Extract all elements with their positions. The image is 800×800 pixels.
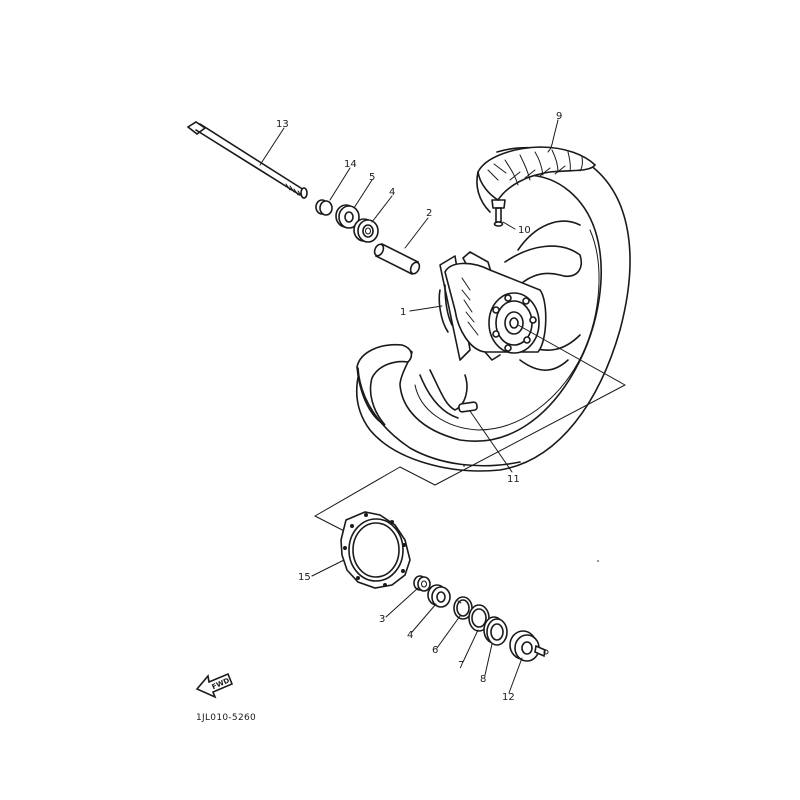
gear-unit (509, 630, 549, 662)
callout-13: 13 (276, 119, 289, 130)
cast-wheel (356, 146, 631, 472)
callout-12: 12 (502, 692, 515, 703)
callout-11: 11 (507, 474, 520, 485)
callout-6: 6 (432, 645, 438, 656)
callout-7: 7 (458, 660, 464, 671)
axle (186, 121, 308, 199)
leader-lines (259, 119, 559, 694)
bearing-lower (427, 584, 451, 608)
oil-seal-8 (483, 616, 508, 646)
fwd-arrow-icon: FWD (195, 672, 234, 699)
callout-8: 8 (480, 674, 486, 685)
callouts: 13 14 5 4 2 1 9 10 11 15 3 4 6 7 8 12 (276, 111, 562, 703)
part-code: 1JL010-5260 (196, 713, 256, 723)
callout-5: 5 (369, 172, 375, 183)
oil-seal-lower (468, 604, 490, 632)
spacer (373, 242, 421, 276)
callout-4-lower: 4 (407, 630, 413, 641)
collar-lower (413, 575, 431, 592)
valve (491, 199, 506, 227)
callout-14: 14 (344, 159, 357, 170)
disc-cover (340, 511, 411, 589)
oil-seal (335, 204, 360, 229)
callout-1: 1 (400, 307, 406, 318)
callout-9: 9 (556, 111, 562, 122)
callout-3: 3 (379, 614, 385, 625)
callout-2: 2 (426, 208, 432, 219)
callout-4-upper: 4 (389, 187, 395, 198)
collar (315, 199, 333, 216)
balance-weight (458, 401, 478, 413)
bearing-upper (353, 218, 379, 243)
callout-15: 15 (298, 572, 311, 583)
callout-10: 10 (518, 225, 531, 236)
